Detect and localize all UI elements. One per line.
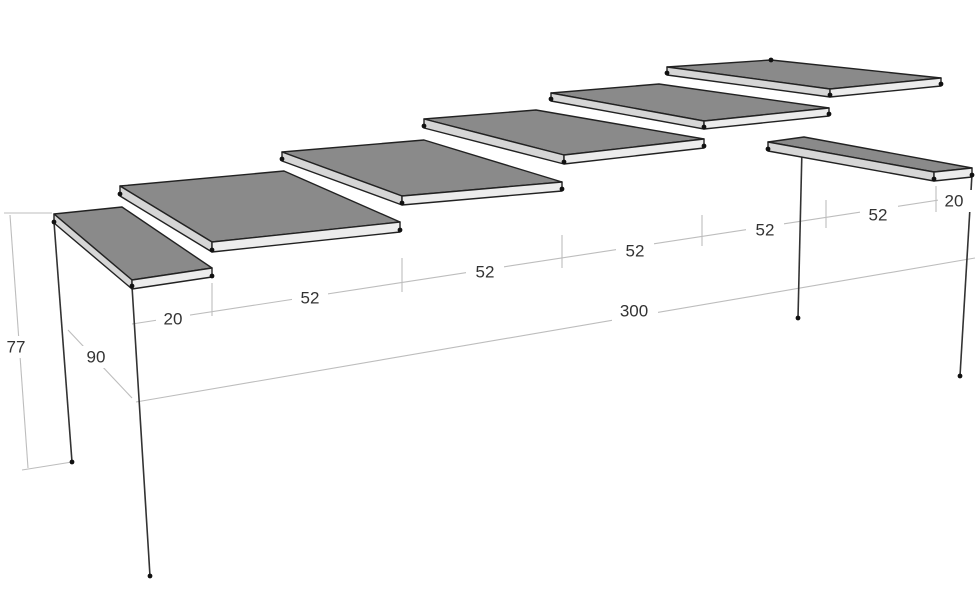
right-end-top: [767, 136, 973, 182]
end-right-label: 20: [945, 191, 964, 210]
leaf-3: [423, 109, 705, 165]
end-left-label: 20: [164, 309, 183, 328]
depth-label: 90: [87, 347, 106, 366]
leaf-1: [119, 170, 401, 253]
leg-back-right: [797, 147, 803, 319]
leaf-4-label: 52: [756, 220, 775, 239]
leaf-4: [550, 83, 830, 130]
leaf-2-label: 52: [476, 262, 495, 281]
left-end-top: [53, 206, 213, 290]
total-length-label: 300: [620, 301, 648, 320]
leg-back-left: [53, 221, 73, 463]
height-tick-bottom: [21, 461, 73, 471]
legs: [53, 147, 973, 577]
dimension-lines: [4, 186, 976, 471]
leaf-5-label: 52: [869, 205, 888, 224]
dimension-labels: 77 90 20 52 52 52 52 52 20 300: [0, 190, 972, 368]
leaf-3-label: 52: [626, 241, 645, 260]
total-length-dimension-line: [135, 257, 976, 403]
leaf-1-label: 52: [301, 288, 320, 307]
height-label: 77: [7, 337, 26, 356]
leg-front-left: [131, 285, 151, 577]
vertex-markers: [51, 57, 975, 579]
